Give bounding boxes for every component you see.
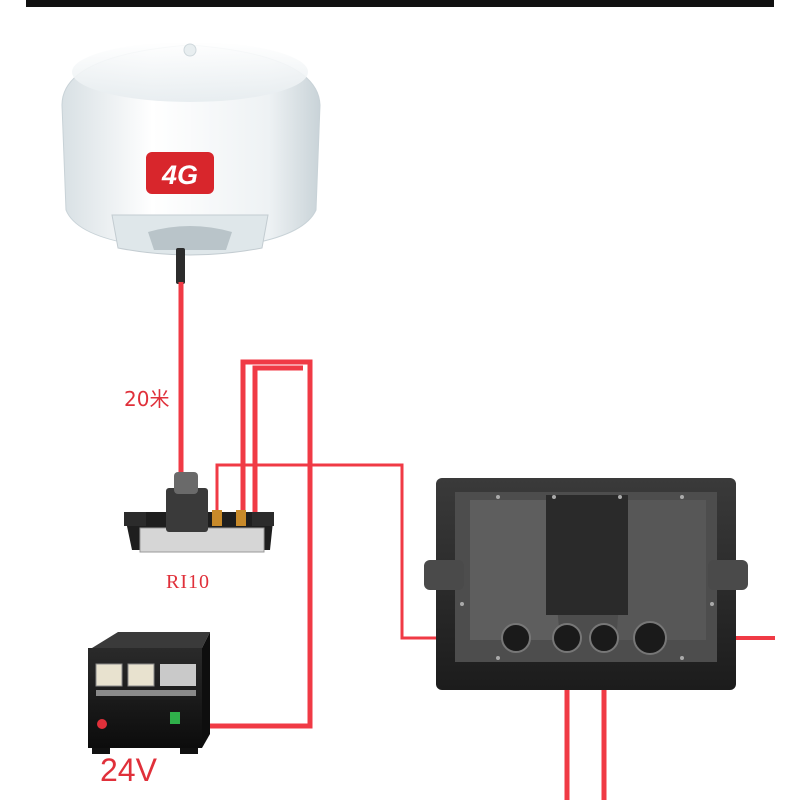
display-handle-right bbox=[708, 560, 748, 590]
ri10-bracket-left bbox=[124, 512, 146, 526]
ri10-port-1 bbox=[212, 510, 222, 526]
radar-radome: 4G bbox=[62, 42, 320, 284]
ri10-label: RI10 bbox=[166, 571, 210, 594]
cable-ri10-loop bbox=[255, 368, 303, 512]
display-connector-2 bbox=[553, 624, 581, 652]
display-screw bbox=[618, 495, 622, 499]
display-recess-right bbox=[616, 500, 706, 640]
top-bar bbox=[26, 0, 774, 7]
display-handle-left bbox=[424, 560, 464, 590]
multifunction-display bbox=[424, 478, 748, 690]
display-screw bbox=[496, 495, 500, 499]
display-connector-4 bbox=[634, 622, 666, 654]
display-screw bbox=[710, 602, 714, 606]
display-center-block bbox=[546, 495, 628, 615]
ri10-center-block bbox=[166, 488, 208, 532]
ri10-unit bbox=[124, 472, 274, 552]
display-screw bbox=[552, 495, 556, 499]
radome-cap bbox=[184, 44, 196, 56]
voltage-label: 24V bbox=[100, 752, 157, 789]
psu-meter-2 bbox=[128, 664, 154, 686]
radome-connector bbox=[176, 248, 185, 284]
display-connector-3 bbox=[590, 624, 618, 652]
display-screw bbox=[460, 602, 464, 606]
ri10-port-2 bbox=[236, 510, 246, 526]
psu-nameplate bbox=[160, 664, 196, 686]
psu-top bbox=[92, 632, 210, 648]
badge-text: 4G bbox=[161, 160, 198, 190]
power-supply bbox=[88, 632, 210, 754]
psu-switch bbox=[170, 712, 180, 724]
display-connector-1 bbox=[502, 624, 530, 652]
psu-side bbox=[202, 632, 210, 748]
display-screw bbox=[680, 495, 684, 499]
radome-base-notch bbox=[148, 226, 232, 250]
psu-output-terminal bbox=[97, 719, 107, 729]
psu-foot-right bbox=[180, 748, 198, 754]
psu-front bbox=[88, 648, 202, 748]
radome-badge: 4G bbox=[146, 152, 214, 194]
psu-meter-1 bbox=[96, 664, 122, 686]
cable-length-label: 20米 bbox=[124, 383, 169, 412]
display-screw bbox=[496, 656, 500, 660]
ri10-knob bbox=[174, 472, 198, 494]
ri10-bracket-right bbox=[252, 512, 274, 526]
display-screw bbox=[680, 656, 684, 660]
psu-label-strip bbox=[96, 690, 196, 696]
